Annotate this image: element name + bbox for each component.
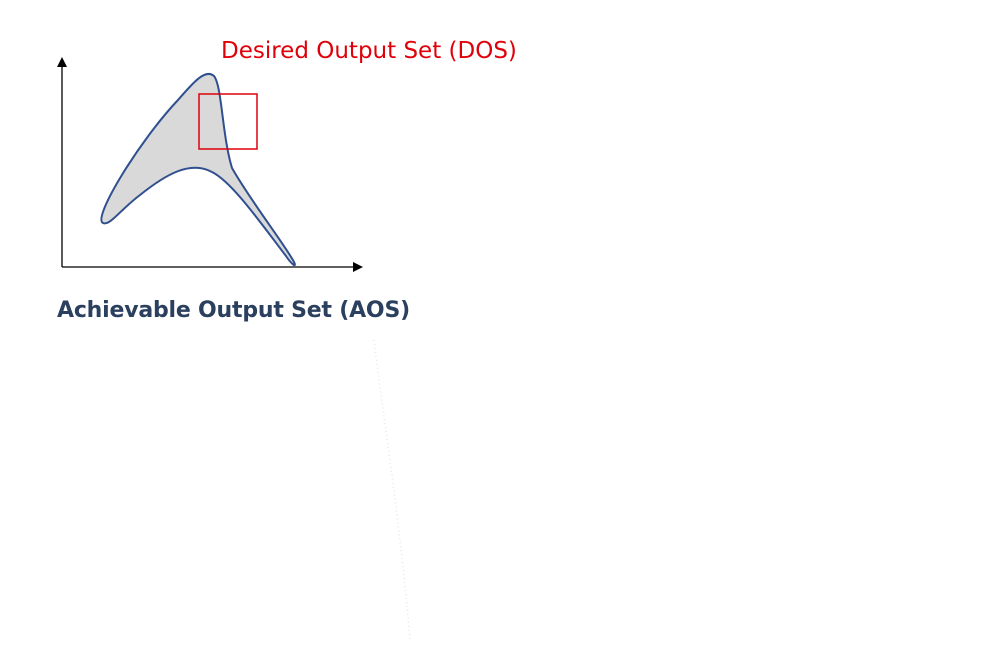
aos-label: Achievable Output Set (AOS)	[57, 298, 410, 323]
desired-output-set-box	[198, 93, 258, 150]
achievable-output-set-region	[100, 73, 296, 267]
dos-label: Desired Output Set (DOS)	[221, 38, 517, 64]
faint-dotted-line	[373, 339, 411, 641]
